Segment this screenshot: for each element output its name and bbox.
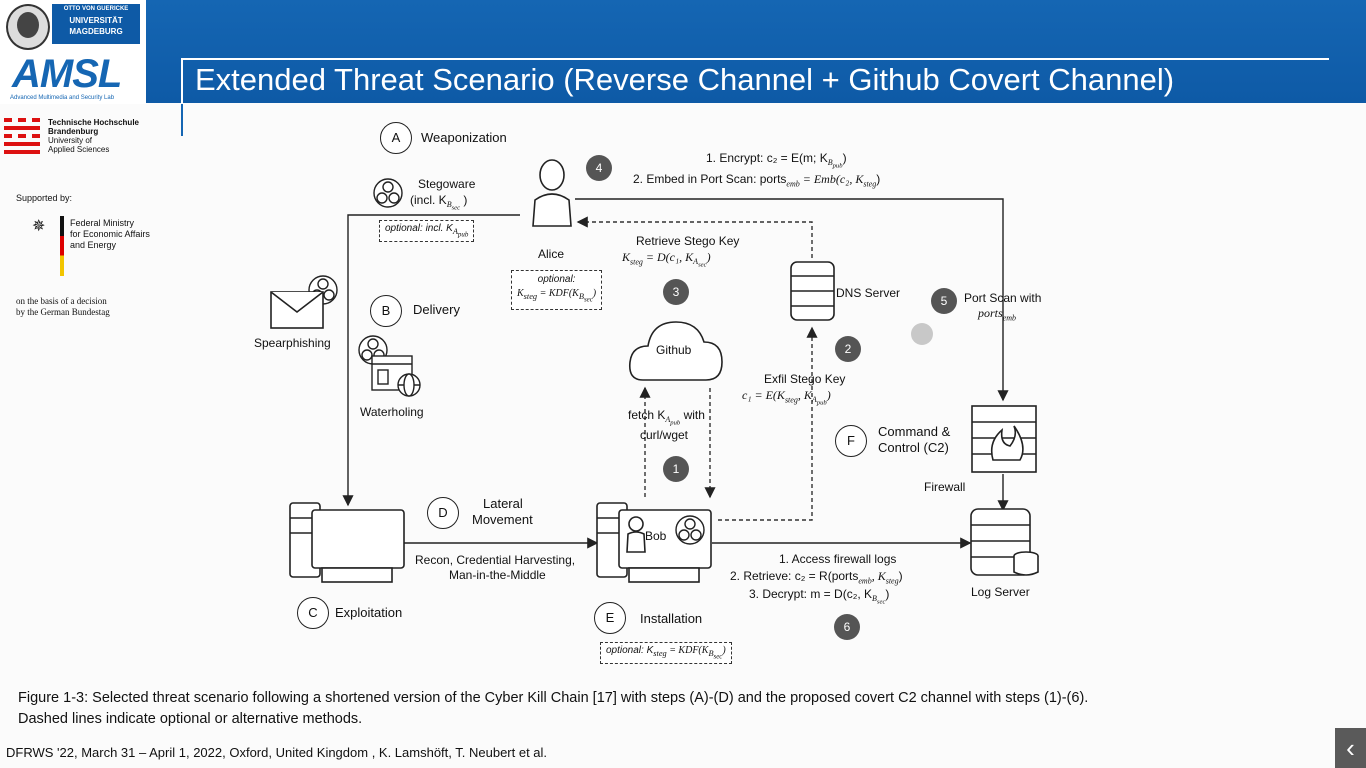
dns-label: DNS Server	[836, 286, 901, 300]
recon-label-2: Man-in-the-Middle	[449, 568, 546, 582]
dns-server-icon	[790, 261, 835, 321]
github-label: Github	[656, 343, 692, 357]
step-3-dot: 3	[663, 279, 689, 305]
step-4-dot: 4	[586, 155, 612, 181]
bundestag-note: on the basis of a decision by the German…	[16, 296, 110, 317]
step-a-label: Weaponization	[421, 130, 507, 145]
step-2-dot: 2	[835, 336, 861, 362]
title-tick	[181, 104, 183, 136]
recon-label-1: Recon, Credential Harvesting,	[415, 553, 576, 567]
step-f-label-2: Control (C2)	[878, 440, 949, 455]
fetch-label: fetch KApub with	[628, 408, 705, 427]
step-f-label-1: Command &	[878, 424, 951, 439]
spearphishing-label: Spearphishing	[254, 336, 331, 350]
bob-label: Bob	[645, 529, 667, 543]
step-b-circle: B	[370, 295, 402, 327]
step-d-label-1: Lateral	[483, 496, 523, 511]
portscan-label: Port Scan with	[964, 291, 1042, 305]
thb-logo-icon	[4, 118, 40, 154]
german-flag-icon	[60, 216, 64, 276]
step-d-circle: D	[427, 497, 459, 529]
step-1-dot: 1	[663, 456, 689, 482]
step-f-circle: F	[835, 425, 867, 457]
retrieve-key-label: Retrieve Stego Key	[636, 234, 740, 248]
exfil-eq: c₁ = E(Ksteg, KApub)	[742, 388, 831, 407]
exfil-label: Exfil Stego Key	[764, 372, 846, 386]
logserver-label: Log Server	[971, 585, 1030, 599]
optional-incl-box: optional: incl. KApub	[379, 220, 475, 242]
encrypt-label: 1. Encrypt: c₂ = E(m; KBpub)	[706, 151, 847, 170]
step-c-label: Exploitation	[335, 605, 403, 620]
guericke-portrait-icon	[6, 4, 50, 50]
waterholing-label: Waterholing	[360, 405, 424, 419]
title-frame	[181, 58, 1329, 106]
eagle-icon: ✵	[32, 218, 46, 235]
step-a-circle: A	[380, 122, 412, 154]
retrieve-label: 2. Retrieve: c₂ = R(portsemb, Ksteg)	[730, 569, 903, 586]
university-logo: OTTO VON GUERICKE UNIVERSITÄT MAGDEBURG …	[0, 0, 146, 104]
figure-caption: Figure 1-3: Selected threat scenario fol…	[18, 690, 1089, 727]
alice-person-icon	[532, 159, 572, 227]
footer-citation: DFRWS '22, March 31 – April 1, 2022, Oxf…	[6, 745, 548, 760]
header-bar	[0, 0, 1366, 103]
step-c-circle: C	[297, 597, 329, 629]
ksteg-eq: Ksteg = D(c₁, KAsec)	[622, 250, 711, 269]
amsl-logo: AMSL	[12, 52, 122, 96]
decrypt-label: 3. Decrypt: m = D(c₂, KBsec)	[749, 587, 890, 606]
embed-label: 2. Embed in Port Scan: portsemb = Emb(c₂…	[633, 172, 881, 189]
pointer-dot	[911, 323, 933, 345]
step-d-label-2: Movement	[472, 512, 533, 527]
optional-install-box: optional: Ksteg = KDF(KBsec)	[600, 642, 732, 664]
step-b-label: Delivery	[413, 302, 460, 317]
thb-name: Technische Hochschule Brandenburg Univer…	[48, 118, 139, 154]
supported-by-label: Supported by:	[16, 193, 73, 203]
stegoware-incl: (incl. KBsec )	[410, 193, 468, 212]
victim-computer-icon	[289, 502, 405, 583]
step-5-dot: 5	[931, 288, 957, 314]
firewall-label: Firewall	[924, 480, 966, 494]
biohazard-icons	[308, 178, 705, 545]
step-e-label: Installation	[640, 611, 703, 626]
curl-label: curl/wget	[640, 428, 689, 442]
alice-label: Alice	[538, 247, 565, 261]
web-window-icon	[371, 355, 421, 397]
firewall-icon	[971, 405, 1037, 473]
optional-kdf-box: optional:Ksteg = KDF(KBsec)	[511, 270, 603, 310]
step-e-circle: E	[594, 602, 626, 634]
chevron-left-icon[interactable]: ‹	[1335, 728, 1366, 768]
stegoware-label: Stegoware	[418, 177, 476, 191]
ministry-name: Federal Ministry for Economic Affairs an…	[70, 218, 150, 250]
step-6-dot: 6	[834, 614, 860, 640]
portscan-ports: portsemb	[978, 306, 1017, 323]
envelope-icon	[270, 291, 324, 329]
access-label: 1. Access firewall logs	[779, 552, 897, 566]
log-server-icon	[970, 508, 1039, 576]
github-cloud-icon	[628, 321, 723, 381]
page-title: Extended Threat Scenario (Reverse Channe…	[195, 62, 1175, 97]
university-name: OTTO VON GUERICKE UNIVERSITÄT MAGDEBURG	[52, 4, 140, 44]
amsl-subtitle: Advanced Multimedia and Security Lab	[10, 95, 115, 101]
